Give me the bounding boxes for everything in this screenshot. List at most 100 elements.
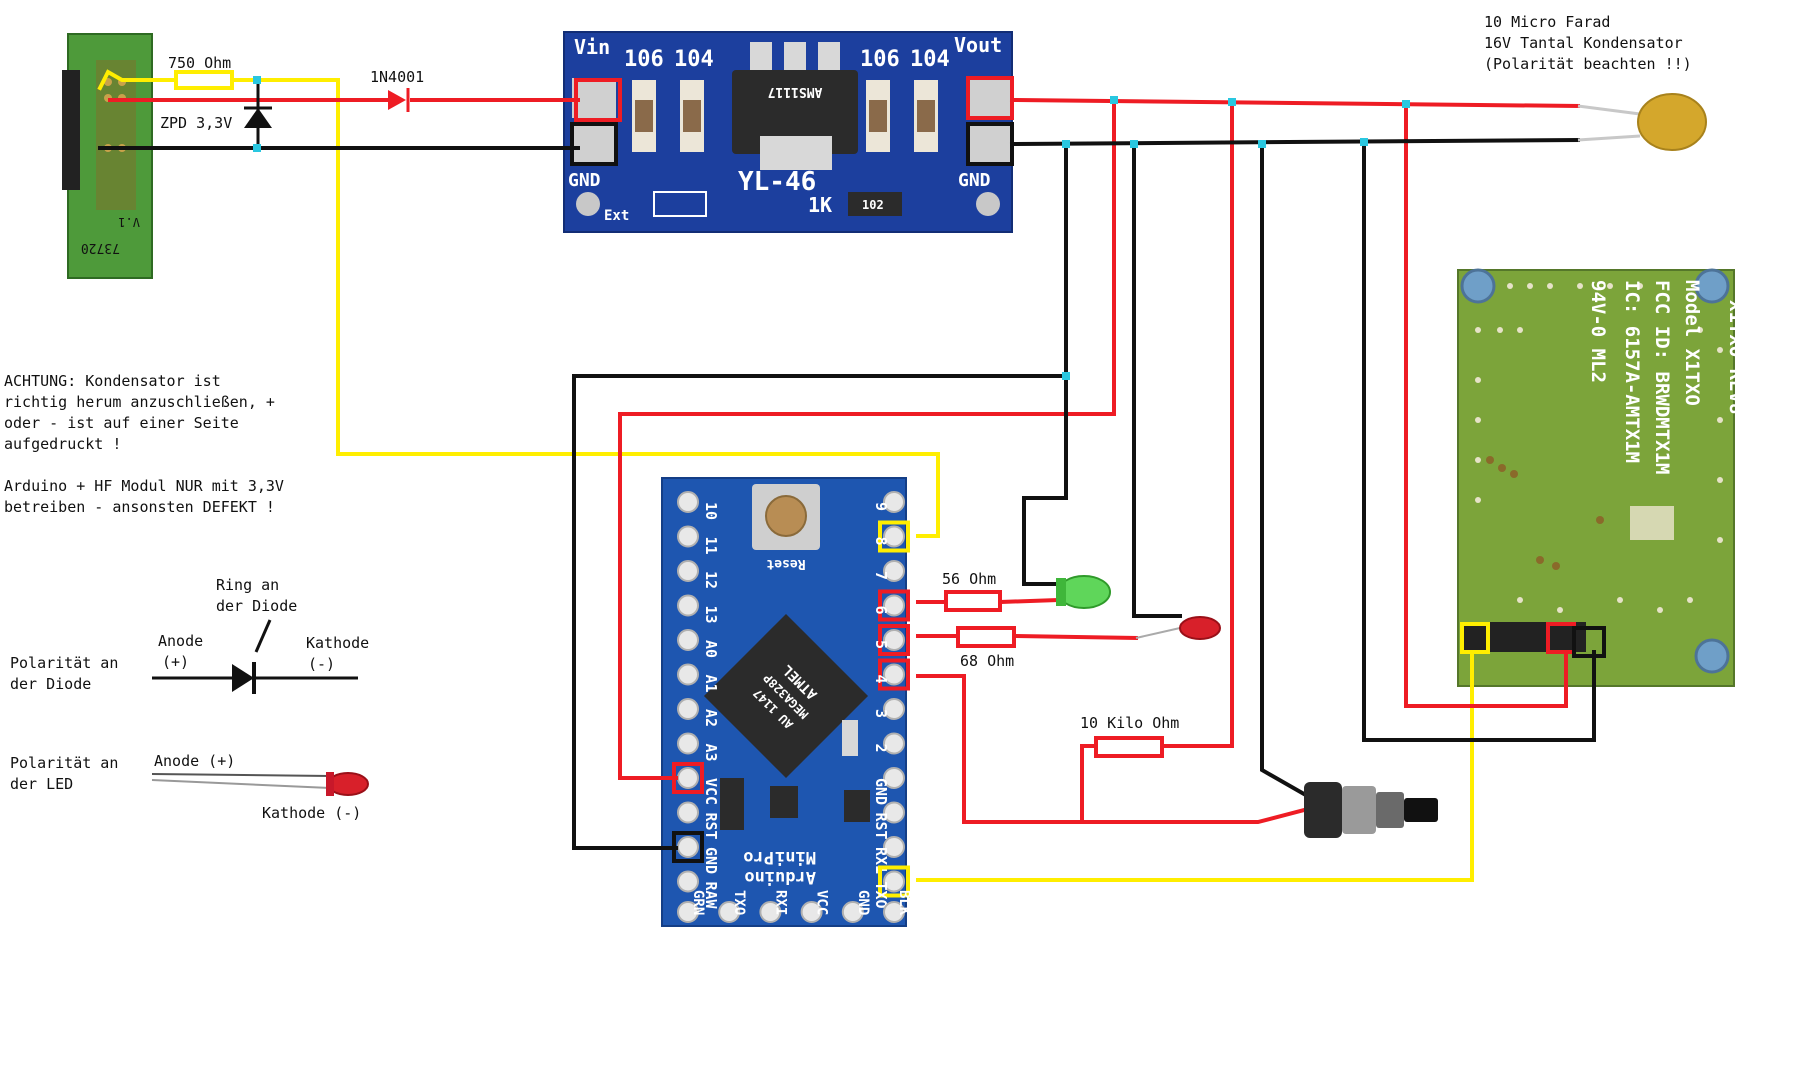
arduino-bottom-pin-label: GND bbox=[855, 890, 871, 915]
regulator-gnd-right-label: GND bbox=[958, 170, 991, 191]
arduino-right-pad-marker bbox=[878, 658, 910, 691]
arduino-brand-1: Arduino bbox=[744, 867, 816, 887]
regulator-res-code: 102 bbox=[862, 198, 884, 212]
arduino-left-pad bbox=[677, 870, 699, 893]
regulator-board: Vin Vout GND GND 106 104 106 104 AMS1117… bbox=[563, 31, 1014, 233]
connector-version: V.1 bbox=[118, 215, 140, 229]
arduino-left-pin-label: A0 bbox=[702, 640, 720, 658]
arduino-right-pad bbox=[883, 767, 905, 789]
regulator-chip-label: AMS1117 bbox=[768, 84, 823, 99]
note-cap-3: oder - ist auf einer Seite bbox=[4, 414, 239, 432]
regulator-cap-2-label: 104 bbox=[674, 47, 714, 72]
arduino-right-pin-label: 8 bbox=[872, 537, 890, 546]
legend-led-kathode: Kathode (-) bbox=[262, 804, 361, 822]
connector-code: 73720 bbox=[81, 240, 120, 255]
arduino-right-pin-label: 4 bbox=[872, 675, 890, 684]
legend-led-pol-1: Polarität an bbox=[10, 754, 118, 772]
hf-label-model: Model X1TXO bbox=[1681, 280, 1703, 406]
arduino-right-pad bbox=[883, 870, 905, 893]
arduino-left-pad bbox=[677, 732, 699, 755]
arduino-left-pin-label: VCC bbox=[702, 778, 720, 805]
arduino-brand-2: Pro bbox=[743, 847, 774, 867]
arduino-left-pin-label: RAW bbox=[702, 882, 720, 910]
arduino-left-pin-label: GND bbox=[702, 847, 720, 874]
tantal-capacitor: 10 Micro Farad 16V Tantal Kondensator (P… bbox=[1484, 13, 1707, 151]
arduino-left-pad bbox=[677, 629, 699, 651]
arduino-left-pin-label: RST bbox=[702, 813, 720, 840]
arduino-right-pin-label: 3 bbox=[872, 709, 890, 718]
arduino-brand-3: Mini bbox=[775, 847, 816, 867]
hf-label-ic: IC: 6157A-AMTX1M bbox=[1621, 280, 1643, 463]
hf-module: X1TXO REV8 Model X1TXO FCC ID: BRWDMTX1M… bbox=[1457, 268, 1747, 687]
resistor-750: 750 Ohm bbox=[168, 54, 234, 90]
wire-gnd-main bbox=[1009, 137, 1581, 147]
arduino-right-pad bbox=[883, 491, 905, 513]
arduino-bottom-pin-label: VCC bbox=[814, 890, 830, 915]
arduino-bottom-pin-label: TXO bbox=[731, 890, 747, 915]
regulator-model-label: YL-46 bbox=[738, 167, 816, 197]
wire-gnd-arduino bbox=[572, 142, 1068, 850]
hf-label-rev: X1TXO REV8 bbox=[1725, 300, 1747, 414]
arduino-right-pad bbox=[883, 698, 905, 720]
arduino-left-pad bbox=[677, 767, 699, 789]
led-green bbox=[1056, 575, 1111, 609]
wire-gnd-red-led bbox=[1132, 142, 1182, 618]
arduino-right-pin-label: 5 bbox=[872, 640, 890, 649]
arduino-right-pin-label: TXO bbox=[872, 882, 890, 909]
wire-plus-hf bbox=[1404, 102, 1568, 708]
wires bbox=[97, 69, 1596, 882]
legend-led-pol-2: der LED bbox=[10, 775, 73, 793]
arduino-left-pin-label: A2 bbox=[702, 709, 720, 727]
arduino-left-pad bbox=[677, 525, 699, 548]
arduino-left-pad bbox=[677, 801, 699, 824]
push-button bbox=[1304, 782, 1438, 838]
arduino-reset-label: Reset bbox=[766, 556, 805, 571]
arduino-right-pad bbox=[883, 732, 905, 755]
arduino-bottom-pin-label: BLK bbox=[896, 890, 912, 916]
hf-label-fcc: FCC ID: BRWDMTX1M bbox=[1651, 280, 1673, 474]
note-cap-1: ACHTUNG: Kondensator ist bbox=[4, 372, 221, 390]
arduino-left-pin-label: 11 bbox=[702, 537, 720, 555]
cap-label-3: (Polarität beachten !!) bbox=[1484, 55, 1692, 73]
arduino-right-pad-marker bbox=[878, 589, 910, 622]
regulator-gnd-left-label: GND bbox=[568, 170, 601, 191]
legend-anode: Anode bbox=[158, 632, 203, 650]
regulator-vin-label: Vin bbox=[574, 35, 610, 59]
wire-plus-button bbox=[1080, 102, 1315, 824]
resistor-10k: 10 Kilo Ohm bbox=[1080, 714, 1179, 758]
arduino-right-pad bbox=[883, 525, 905, 548]
resistor-56-label: 56 Ohm bbox=[942, 570, 996, 588]
arduino-right-pin-label: 7 bbox=[872, 571, 890, 580]
regulator-cap-1-label: 106 bbox=[624, 47, 664, 72]
legend-kathode: Kathode bbox=[306, 634, 369, 652]
notes: ACHTUNG: Kondensator ist richtig herum a… bbox=[4, 372, 284, 516]
hf-label-ul: 94V-0 ML2 bbox=[1587, 280, 1609, 383]
arduino-bottom-pad bbox=[677, 901, 699, 923]
led-legend: Polarität an der LED Anode (+) Kathode (… bbox=[10, 752, 369, 822]
arduino-bottom-pad bbox=[883, 901, 905, 923]
cap-label-2: 16V Tantal Kondensator bbox=[1484, 34, 1683, 52]
legend-diode-pol-2: der Diode bbox=[10, 675, 91, 693]
arduino-left-pin-label: A1 bbox=[702, 675, 720, 693]
arduino-left-pad bbox=[677, 836, 699, 858]
wire-d5-red-led bbox=[916, 633, 1139, 641]
arduino-right-pad-marker bbox=[878, 624, 910, 656]
arduino-bottom-pad bbox=[841, 901, 864, 923]
diode-legend: Ring an der Diode Anode (+) Kathode (-) … bbox=[10, 576, 369, 694]
regulator-ext-label: Ext bbox=[604, 208, 629, 224]
wire-d6-green-led bbox=[916, 597, 1063, 605]
zener-diode: ZPD 3,3V bbox=[160, 80, 272, 148]
arduino-right-pin-label: RST bbox=[872, 813, 890, 840]
note-volt-2: betreiben - ansonsten DEFEKT ! bbox=[4, 498, 275, 516]
arduino-left-pad bbox=[677, 663, 699, 686]
note-cap-4: aufgedruckt ! bbox=[4, 435, 121, 453]
arduino-left-pad bbox=[677, 560, 699, 582]
arduino-right-pad bbox=[883, 801, 905, 824]
resistor-68: 68 Ohm bbox=[956, 626, 1016, 670]
wire-gnd-button bbox=[1260, 142, 1321, 805]
legend-led-anode: Anode (+) bbox=[154, 752, 235, 770]
wire-plus-3v3 bbox=[1009, 97, 1581, 109]
arduino-bottom-pad bbox=[718, 901, 741, 923]
arduino-left-pad bbox=[677, 491, 699, 513]
